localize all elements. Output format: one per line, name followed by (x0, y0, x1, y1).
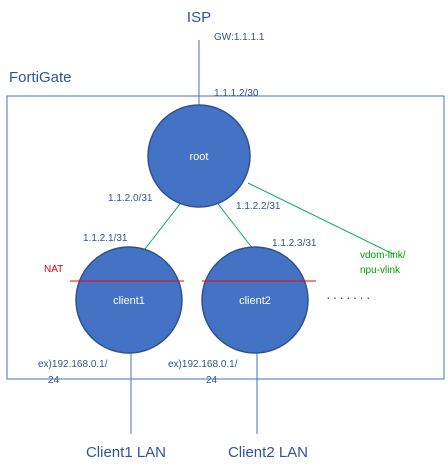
link-vdom (247, 182, 394, 255)
root-label: root (190, 151, 209, 163)
root-ip-right: 1.1.2.2/31 (236, 201, 281, 212)
client2-lan-label: Client2 LAN (228, 444, 308, 461)
client1-lan-ip-2: 24 (48, 375, 60, 386)
isp-gateway: GW:1.1.1.1 (214, 32, 265, 43)
client2-lan-ip-1: ex)192.168.0.1/ (168, 359, 238, 370)
root-node (147, 104, 251, 208)
vdom-link-label-1: vdom-link/ (360, 250, 406, 261)
client1-lan-label: Client1 LAN (86, 444, 166, 461)
isp-label: ISP (187, 9, 211, 26)
vdom-link-label-2: npu-vlink (360, 265, 401, 276)
client2-lan-ip-2: 24 (206, 375, 218, 386)
client2-label: client2 (239, 295, 271, 307)
client1-label: client1 (113, 295, 145, 307)
nat-label: NAT (44, 264, 63, 275)
client1-lan-ip-1: ex)192.168.0.1/ (38, 359, 108, 370)
client1-ip: 1.1.2.1/31 (83, 233, 128, 244)
link-root-client1 (144, 199, 184, 250)
more-vdoms-ellipsis: ······· (326, 289, 373, 305)
fortigate-label: FortiGate (9, 69, 72, 86)
root-uplink-ip: 1.1.1.2/30 (214, 88, 259, 99)
client1-node (75, 246, 183, 354)
root-ip-left: 1.1.2.0/31 (108, 193, 153, 204)
client2-ip: 1.1.2.3/31 (272, 238, 317, 249)
link-root-client2 (214, 199, 254, 250)
client2-node (201, 246, 309, 354)
fortigate-box (6, 95, 445, 380)
